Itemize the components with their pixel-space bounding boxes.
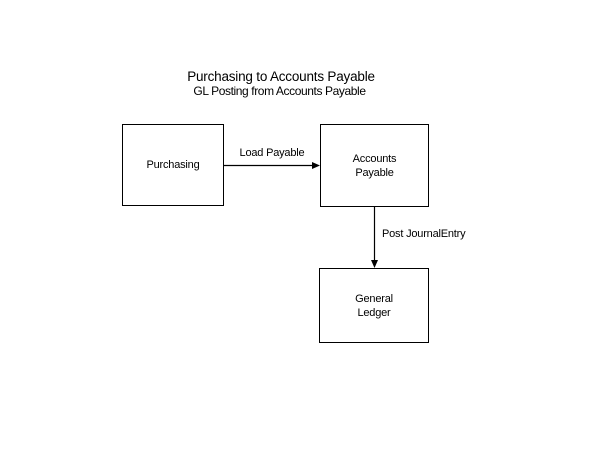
node-purchasing: Purchasing [122, 124, 224, 206]
node-purchasing-label: Purchasing [146, 159, 200, 171]
diagram-title: Purchasing to Accounts Payable [187, 69, 375, 84]
edge-label-post-journalentry: Post JournalEntry [382, 228, 466, 240]
edge-label-load-payable: Load Payable [239, 147, 305, 159]
diagram-subtitle: GL Posting from Accounts Payable [193, 84, 366, 98]
node-accounts-payable: Accounts Payable [320, 124, 429, 207]
arrow-right-icon [312, 162, 320, 169]
node-general-ledger: General Ledger [319, 268, 429, 343]
node-general-ledger-label: General Ledger [355, 292, 393, 319]
node-accounts-payable-label: Accounts Payable [352, 152, 397, 179]
arrow-down-icon [371, 260, 378, 268]
